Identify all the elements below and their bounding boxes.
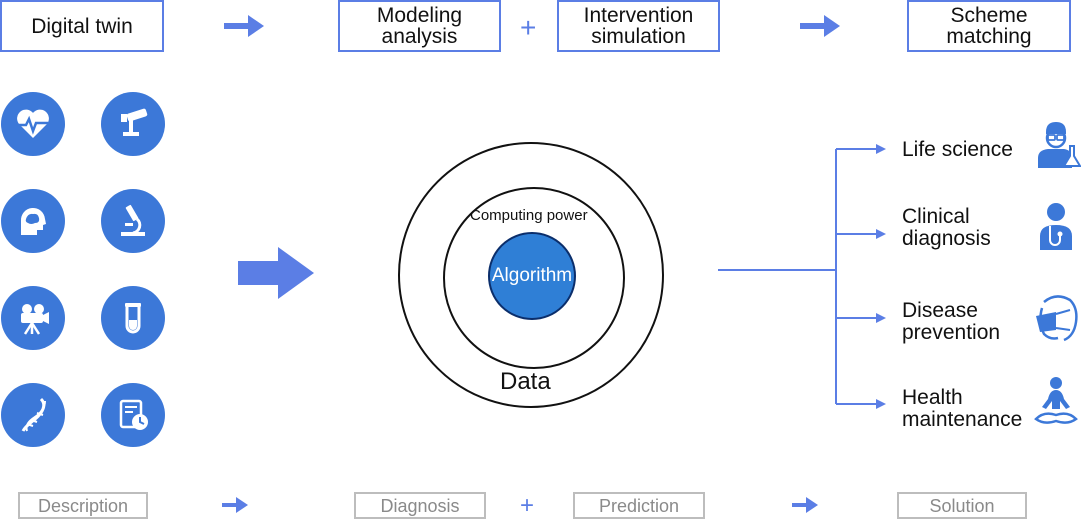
diagnosis-box: Diagnosis [354,492,486,519]
data-label: Data [500,368,551,395]
scientist-icon [1038,122,1081,168]
diagnosis-label: Diagnosis [380,495,460,516]
projector-icon [1,286,65,350]
test-tube-icon [101,286,165,350]
algorithm-core: Algorithm [488,232,576,320]
description-label: Description [37,495,129,516]
output-label-disease-prevention: Disease prevention [902,299,1001,344]
top-arrow-2 [800,15,840,37]
solution-box: Solution [897,492,1027,519]
top-plus-sign: + [520,12,537,43]
scheme-matching-box: Scheme matching [907,0,1071,52]
output-label-life-science: Life science [902,138,1013,161]
brain-head-icon [1,189,65,253]
bottom-plus-sign: + [520,492,535,519]
intervention-simulation-label: Intervention simulation [583,4,694,48]
digital-twin-box: Digital twin [0,0,164,52]
microscope-icon [101,189,165,253]
heart-rate-icon [1,92,65,156]
doctor-icon [1040,203,1072,250]
top-arrow-1 [224,15,264,37]
report-clock-icon [101,383,165,447]
prediction-label: Prediction [598,495,680,516]
output-label-health-maintenance: Health maintenance [902,386,1023,431]
surveillance-camera-icon [101,92,165,156]
intervention-simulation-box: Intervention simulation [557,0,720,52]
solution-label: Solution [929,495,995,516]
bottom-arrow-1 [222,497,248,513]
bottom-arrow-2 [792,497,818,513]
output-label-clinical-diagnosis: Clinical diagnosis [902,205,991,250]
description-box: Description [18,492,148,519]
digital-twin-label: Digital twin [31,14,133,38]
mask-face-icon [1036,295,1078,342]
modeling-analysis-label: Modeling analysis [376,4,463,48]
scheme-matching-label: Scheme matching [946,4,1032,48]
computing-power-label: Computing power [470,207,588,224]
prediction-box: Prediction [573,492,705,519]
big-input-arrow [238,247,314,299]
dna-icon [1,383,65,447]
output-connector-tree [718,144,886,409]
modeling-analysis-box: Modeling analysis [338,0,501,52]
algorithm-label: Algorithm [491,265,573,286]
meditation-icon [1034,377,1078,424]
